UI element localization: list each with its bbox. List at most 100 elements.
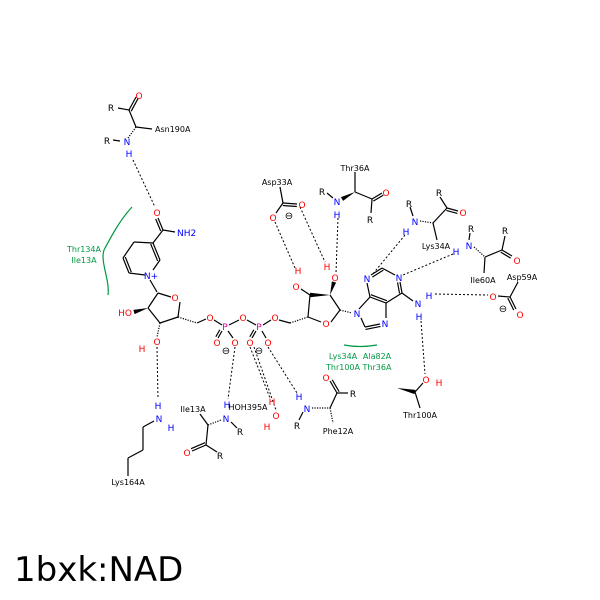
bond xyxy=(329,380,338,394)
hydrogen-bond xyxy=(335,217,339,274)
atom-label: H xyxy=(224,401,231,411)
bond xyxy=(152,259,161,271)
hydrogen-bond xyxy=(267,346,298,394)
atom-label: O xyxy=(382,189,389,199)
hydrogen-bond xyxy=(249,346,271,399)
atom-label: N+ xyxy=(144,272,158,282)
bond-double xyxy=(130,97,139,112)
bond xyxy=(439,196,448,209)
hydrogen-bond xyxy=(253,346,277,411)
residue-label: Lys34A xyxy=(422,242,451,251)
atom-label: O xyxy=(459,209,466,219)
bond-double xyxy=(372,194,384,202)
bond xyxy=(205,424,209,446)
wedge-bond xyxy=(397,388,416,395)
hydrophobic-arc xyxy=(343,344,378,348)
atom-label: O xyxy=(264,339,271,349)
atom-label: O xyxy=(246,339,253,349)
atom-label: N xyxy=(382,320,389,330)
bond xyxy=(177,301,181,318)
atom-label: O xyxy=(153,209,160,219)
bond xyxy=(329,392,338,409)
bond-double xyxy=(150,243,159,262)
hydrogen-bond xyxy=(402,253,454,276)
bond xyxy=(230,421,238,429)
atom-label: O xyxy=(422,376,429,386)
atom-label: H xyxy=(269,398,276,408)
hydrophobic-residue-label: Ala82A xyxy=(363,352,392,361)
hydrogen-bond xyxy=(434,293,489,296)
bond xyxy=(128,109,137,128)
bond xyxy=(278,319,291,324)
hydrophobic-residue-label: Lys34A xyxy=(329,352,358,361)
atom-label: R xyxy=(436,189,442,199)
bond xyxy=(261,330,267,339)
atom-label: R xyxy=(406,200,412,210)
residue-label: Phe12A xyxy=(323,427,354,436)
bond xyxy=(213,319,223,326)
atom-label: H xyxy=(296,393,303,403)
hydrogen-bond xyxy=(227,346,236,400)
hydrogen-bond xyxy=(299,206,326,263)
bond xyxy=(251,330,257,339)
bond-double xyxy=(249,329,255,338)
bond-double xyxy=(507,297,515,311)
bond xyxy=(501,249,513,257)
atom-label: O xyxy=(135,92,142,102)
bond xyxy=(381,267,396,276)
atom-label: H xyxy=(324,263,331,273)
atom-label: ⊖ xyxy=(255,346,263,357)
bond xyxy=(401,292,414,302)
bond xyxy=(122,241,135,259)
bond xyxy=(282,202,298,205)
hydrophobic-arc xyxy=(102,206,133,296)
bond xyxy=(409,206,414,217)
residue-label: Asp59A xyxy=(507,273,538,282)
atom-label: N xyxy=(223,415,230,425)
atom-label: H xyxy=(139,345,146,355)
bond xyxy=(152,229,164,244)
atom-label: ⊖ xyxy=(499,304,507,315)
hydrogen-bond xyxy=(156,346,159,400)
bond xyxy=(358,296,371,310)
atom-label: H xyxy=(453,248,460,258)
bond-double xyxy=(500,251,512,259)
bond xyxy=(207,419,222,426)
atom-label: N xyxy=(334,198,341,208)
atom-label: O xyxy=(213,339,220,349)
bond xyxy=(147,292,159,309)
atom-label: H xyxy=(403,228,410,238)
bond xyxy=(497,295,511,298)
atom-label: ⊖ xyxy=(285,211,293,222)
bond xyxy=(205,444,218,453)
bond xyxy=(149,279,158,293)
bond xyxy=(484,249,503,258)
bond xyxy=(360,317,366,328)
residue-label: Lys164A xyxy=(111,478,145,487)
bond xyxy=(473,246,486,258)
hydrogen-bond xyxy=(132,159,156,208)
atom-label: N xyxy=(396,274,403,284)
atom-label: H xyxy=(155,402,162,412)
atom-label: HO xyxy=(118,309,132,319)
atom-label: R xyxy=(294,422,300,432)
bond xyxy=(307,316,322,323)
residue-label: Thr100A xyxy=(402,411,438,420)
bond xyxy=(366,282,371,298)
atom-label: P xyxy=(222,323,228,333)
residue-label: Ile60A xyxy=(470,276,496,285)
atom-label: N xyxy=(466,242,473,252)
bond xyxy=(385,292,403,304)
bond xyxy=(199,413,209,426)
bond xyxy=(127,449,144,459)
atom-label: O xyxy=(331,274,338,284)
atom-label: O xyxy=(322,374,329,384)
bond xyxy=(191,444,207,452)
bond xyxy=(142,420,155,428)
hydrophobic-residue-label: Thr100A xyxy=(325,363,361,372)
bond xyxy=(370,267,383,276)
atom-label: N xyxy=(354,310,361,320)
atom-label: O xyxy=(516,311,523,321)
bond xyxy=(122,257,130,274)
